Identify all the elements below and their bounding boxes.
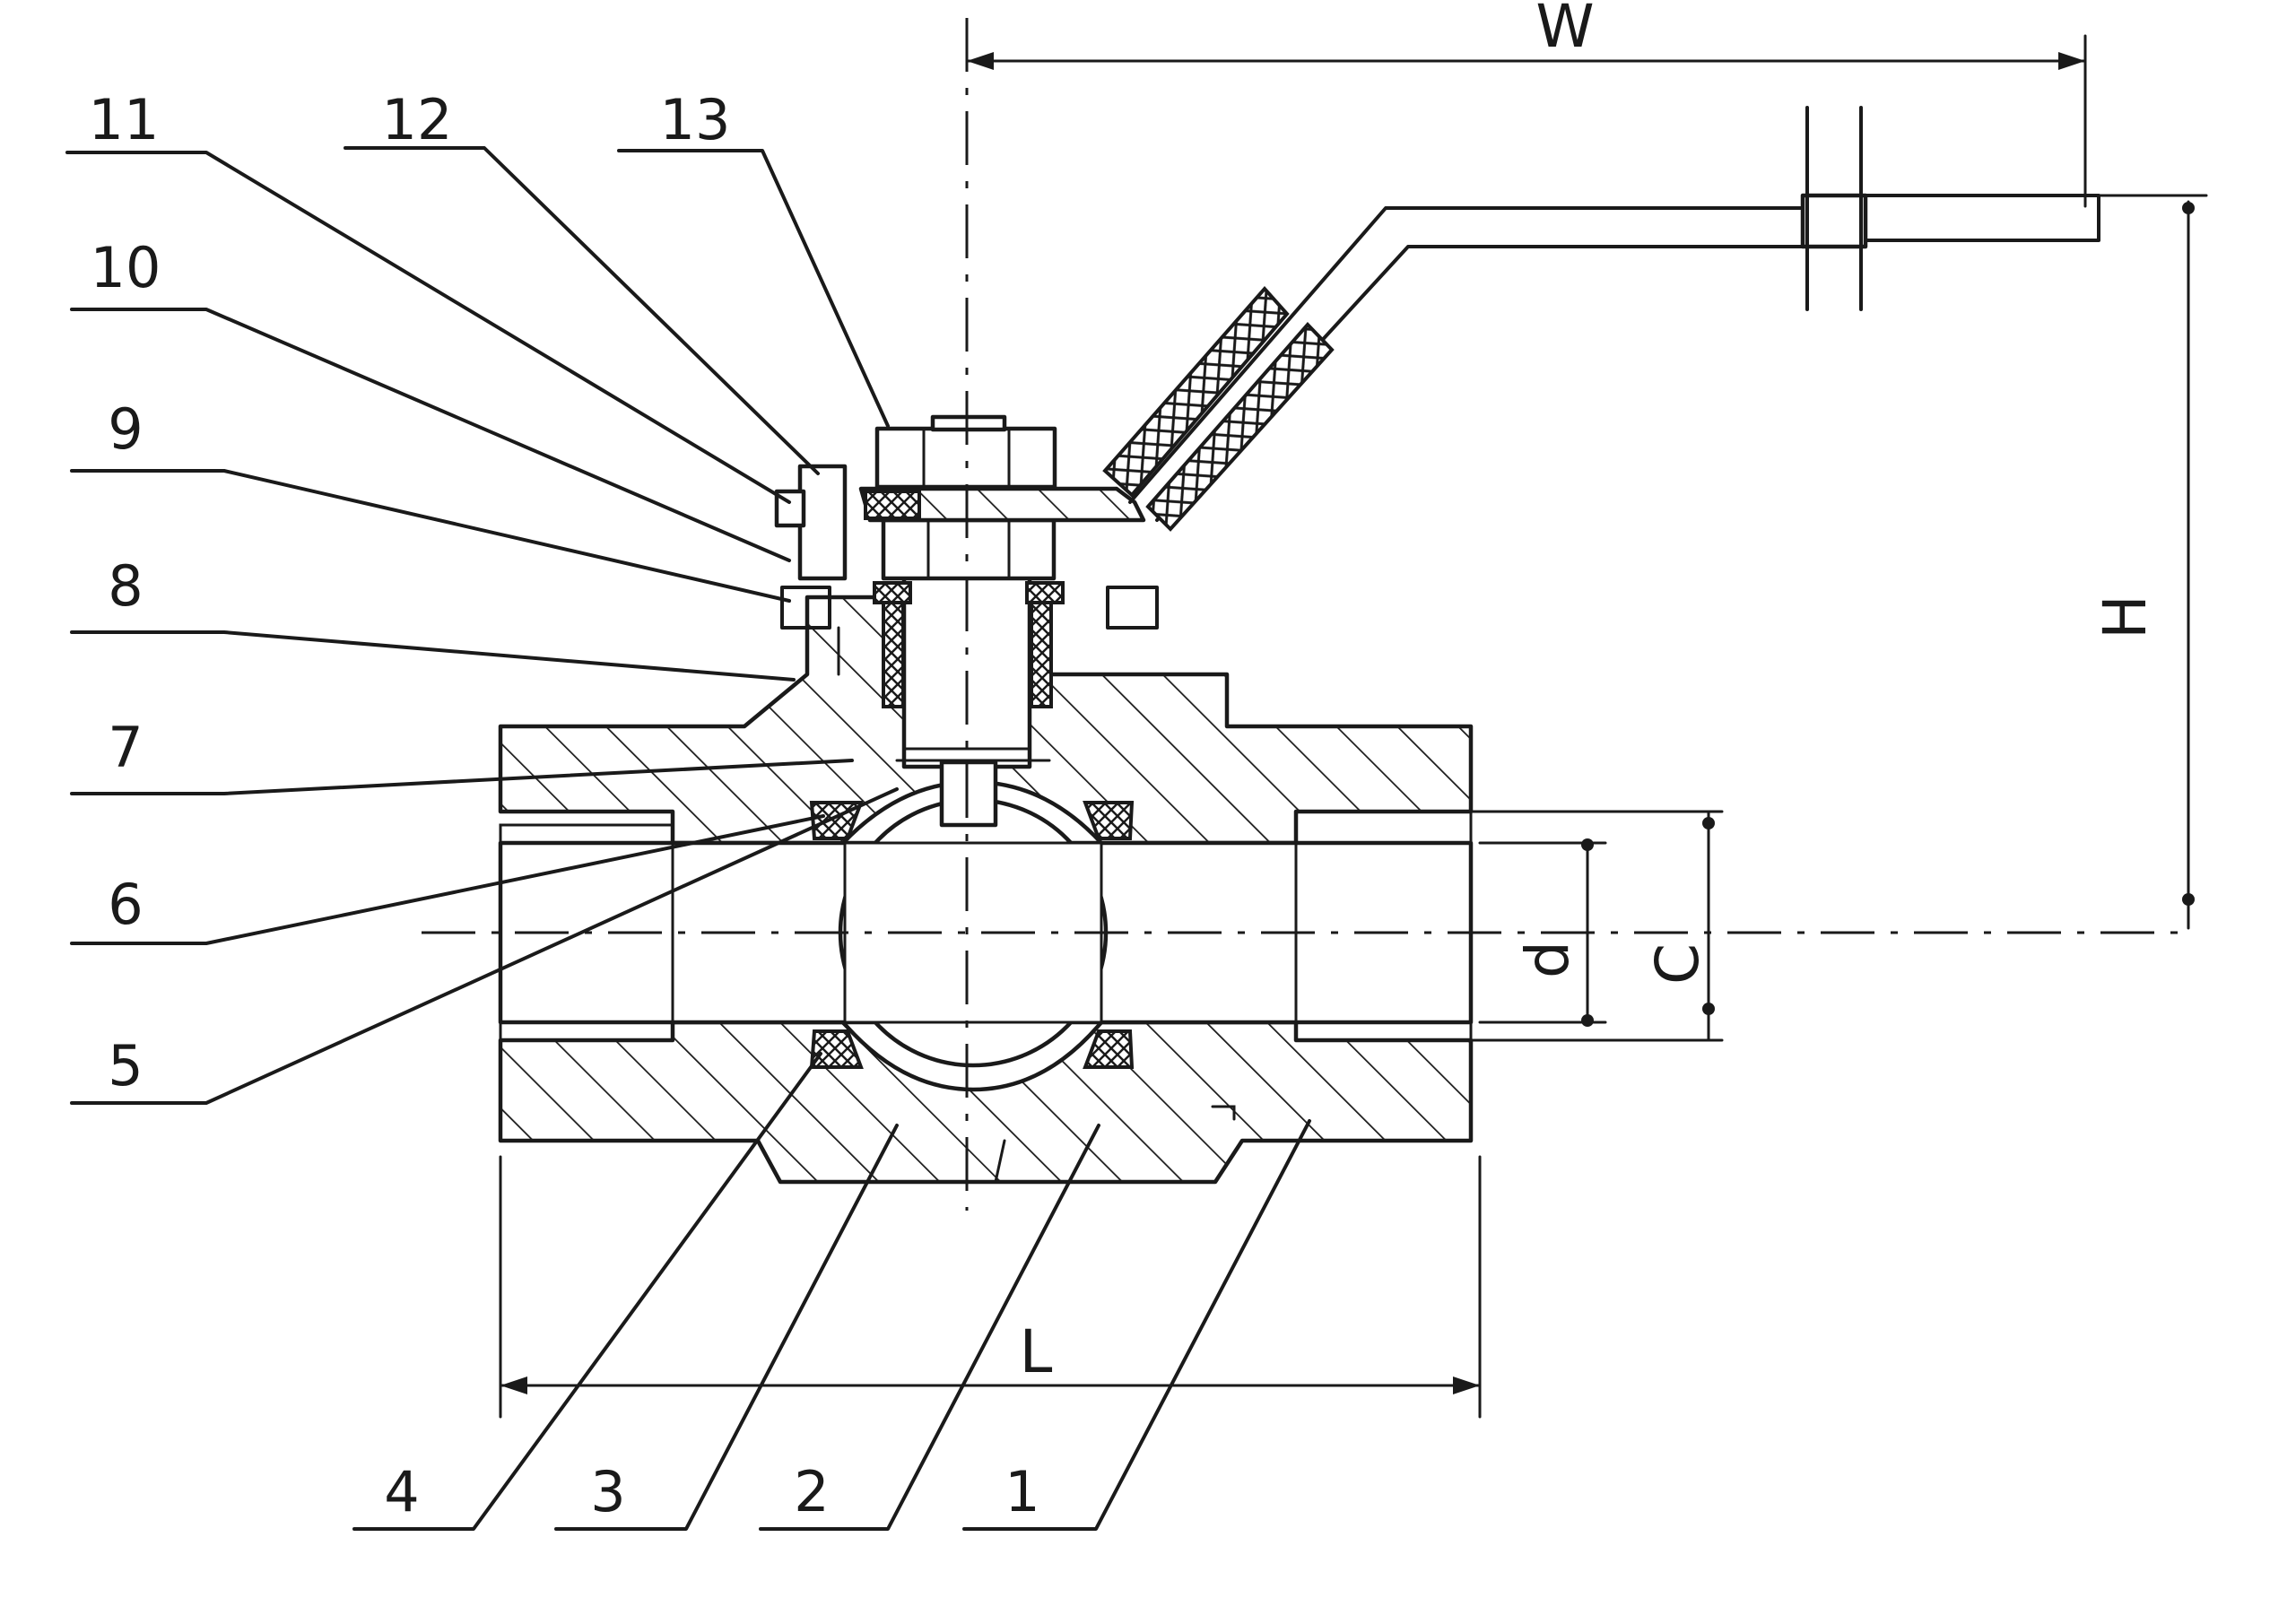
right-port (1294, 810, 1473, 1042)
callout-2: 2 (794, 1459, 829, 1524)
callout-4: 4 (384, 1459, 419, 1524)
dimension-d: d (1478, 838, 1607, 1027)
dim-label-d: d (1513, 941, 1582, 978)
packing-left (882, 597, 905, 708)
dim-label-C: C (1643, 943, 1712, 985)
dimension-L: L (499, 1155, 1482, 1419)
center-lines (422, 18, 2188, 1211)
callout-6: 6 (108, 872, 143, 937)
handle-grip (1102, 285, 1290, 498)
dimension-C: C (1469, 810, 1724, 1042)
callout-1: 1 (1004, 1459, 1039, 1524)
callout-3: 3 (590, 1459, 625, 1524)
seat-lower-left (809, 1029, 864, 1069)
callout-11: 11 (89, 87, 160, 152)
dimension-H: H (2091, 194, 2208, 930)
packing-right (1030, 597, 1053, 708)
stem-tang (939, 760, 998, 828)
callout-leaders (65, 146, 1311, 1531)
dimension-W: W (965, 0, 2087, 208)
handle-lever (1128, 194, 2100, 522)
dim-label-H: H (2091, 595, 2160, 639)
handle-assembly (774, 106, 2100, 581)
callout-numbers: 11 12 13 10 9 8 7 6 5 4 3 2 1 (89, 87, 1040, 1524)
seat-lower-right (1083, 1029, 1135, 1069)
handle-grip-lower (1145, 322, 1335, 532)
dim-label-L: L (1020, 1317, 1053, 1386)
left-port (499, 823, 674, 1042)
washer (864, 490, 921, 520)
gland-ring-right (1025, 581, 1065, 604)
gland-ring-left (873, 581, 912, 604)
callout-9: 9 (108, 396, 143, 462)
lock-nut (881, 517, 1057, 581)
seat-upper-right (1083, 801, 1135, 840)
callout-13: 13 (660, 87, 731, 152)
callout-12: 12 (382, 87, 453, 152)
callout-8: 8 (108, 553, 143, 619)
stop-pin (797, 464, 848, 581)
valve-body (498, 595, 1474, 1185)
callout-7: 7 (108, 715, 143, 780)
dim-label-W: W (1535, 0, 1594, 61)
callout-5: 5 (108, 1033, 143, 1099)
callout-10: 10 (91, 235, 161, 300)
